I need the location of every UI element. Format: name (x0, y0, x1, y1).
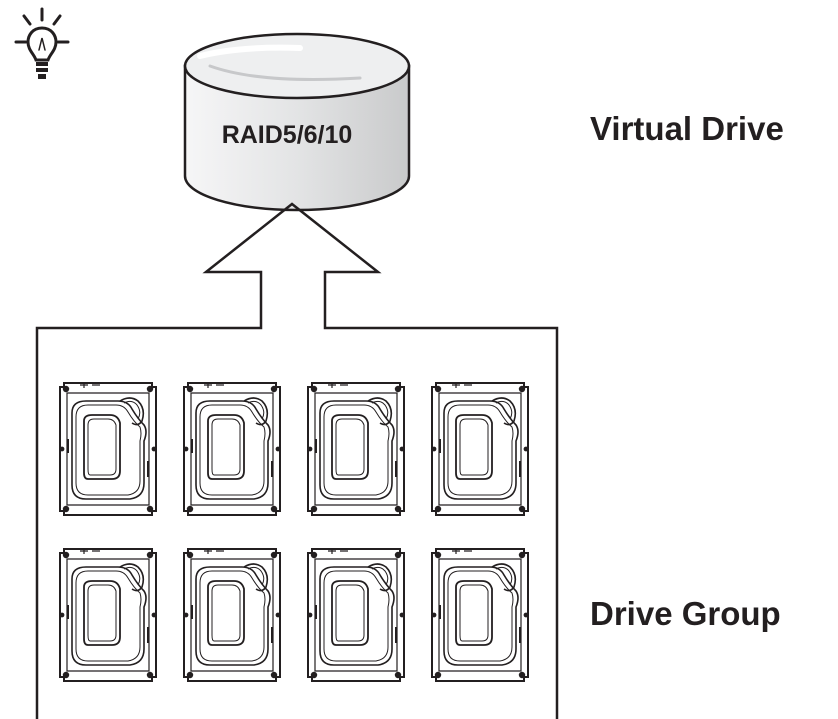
virtual-drive-label: Virtual Drive (590, 110, 784, 147)
lightbulb-icon (14, 7, 70, 79)
hard-drive-icon (306, 380, 406, 517)
drive-group-label: Drive Group (590, 595, 781, 632)
hard-drive-icon (182, 380, 282, 517)
drive-group-container (35, 202, 559, 719)
hard-drive-icon (430, 546, 530, 683)
raid-level-label: RAID5/6/10 (222, 121, 353, 149)
hard-drive-icon (182, 546, 282, 683)
drive-group-grid (58, 380, 530, 683)
hard-drive-icon (430, 380, 530, 517)
hard-drive-icon (58, 380, 158, 517)
hard-drive-icon (58, 546, 158, 683)
hard-drive-icon (306, 546, 406, 683)
